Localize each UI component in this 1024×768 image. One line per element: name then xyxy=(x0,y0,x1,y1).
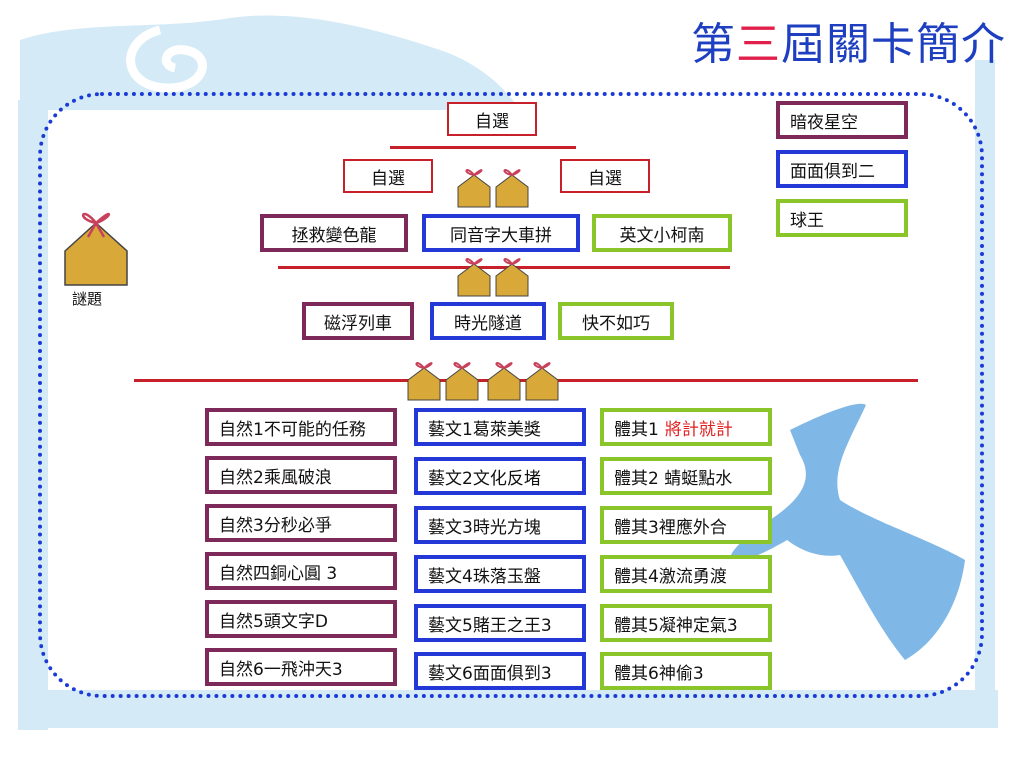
level3-purple[interactable]: 磁浮列車 xyxy=(302,302,414,340)
top-choice-right[interactable]: 自選 xyxy=(560,159,650,193)
pe-item-6[interactable]: 體其6神偷3 xyxy=(600,652,772,690)
pe-item-2[interactable]: 體其2 蜻蜓點水 xyxy=(600,457,772,495)
red-divider-middle xyxy=(278,266,730,269)
top-choice-left[interactable]: 自選 xyxy=(343,159,433,193)
title-prefix: 第 xyxy=(691,19,736,70)
level2-green[interactable]: 英文小柯南 xyxy=(592,214,732,252)
arts-item-4[interactable]: 藝文4珠落玉盤 xyxy=(414,555,586,593)
puzzle-label: 謎題 xyxy=(72,290,103,308)
legend-green: 球王 xyxy=(776,199,908,237)
level2-blue[interactable]: 同音字大車拼 xyxy=(422,214,580,252)
nature-item-5[interactable]: 自然5頭文字D xyxy=(205,600,397,638)
pe-item-1-prefix: 體其1 xyxy=(614,419,659,440)
arts-item-3[interactable]: 藝文3時光方塊 xyxy=(414,506,586,544)
red-divider-top xyxy=(390,146,576,149)
house-icon-row-bottom xyxy=(407,362,559,401)
page-title: 第三屆關卡簡介 xyxy=(691,8,1006,72)
arts-item-5[interactable]: 藝文5賭王之王3 xyxy=(414,604,586,642)
legend-blue: 面面俱到二 xyxy=(776,150,908,188)
nature-item-6[interactable]: 自然6一飛沖天3 xyxy=(205,648,397,686)
pe-item-5[interactable]: 體其5凝神定氣3 xyxy=(600,604,772,642)
nature-item-1[interactable]: 自然1不可能的任務 xyxy=(205,408,397,446)
pe-item-4[interactable]: 體其4激流勇渡 xyxy=(600,555,772,593)
nature-item-3[interactable]: 自然3分秒必爭 xyxy=(205,504,397,542)
swirl-curl xyxy=(126,25,207,93)
nature-item-2[interactable]: 自然2乘風破浪 xyxy=(205,456,397,494)
arts-item-1[interactable]: 藝文1葛萊美獎 xyxy=(414,408,586,446)
bird-silhouette xyxy=(770,403,965,660)
dotted-frame xyxy=(38,92,984,698)
house-icon-pair-top xyxy=(457,169,529,208)
level3-blue[interactable]: 時光隧道 xyxy=(430,302,546,340)
title-suffix: 屆關卡簡介 xyxy=(781,19,1006,70)
arts-item-2[interactable]: 藝文2文化反堵 xyxy=(414,457,586,495)
nature-item-4[interactable]: 自然四銅心圓 3 xyxy=(205,552,397,590)
left-band xyxy=(18,100,48,730)
pe-item-3[interactable]: 體其3裡應外合 xyxy=(600,506,772,544)
title-accent: 三 xyxy=(736,19,781,70)
level3-green[interactable]: 快不如巧 xyxy=(558,302,674,340)
arts-item-6[interactable]: 藝文6面面俱到3 xyxy=(414,652,586,690)
level2-purple[interactable]: 拯救變色龍 xyxy=(260,214,408,252)
top-choice-center[interactable]: 自選 xyxy=(447,102,537,136)
puzzle-house-icon xyxy=(64,212,128,286)
house-icon-pair-middle xyxy=(457,258,529,297)
pe-item-1-highlight: 將計就計 xyxy=(664,419,733,440)
legend-purple: 暗夜星空 xyxy=(776,101,908,139)
